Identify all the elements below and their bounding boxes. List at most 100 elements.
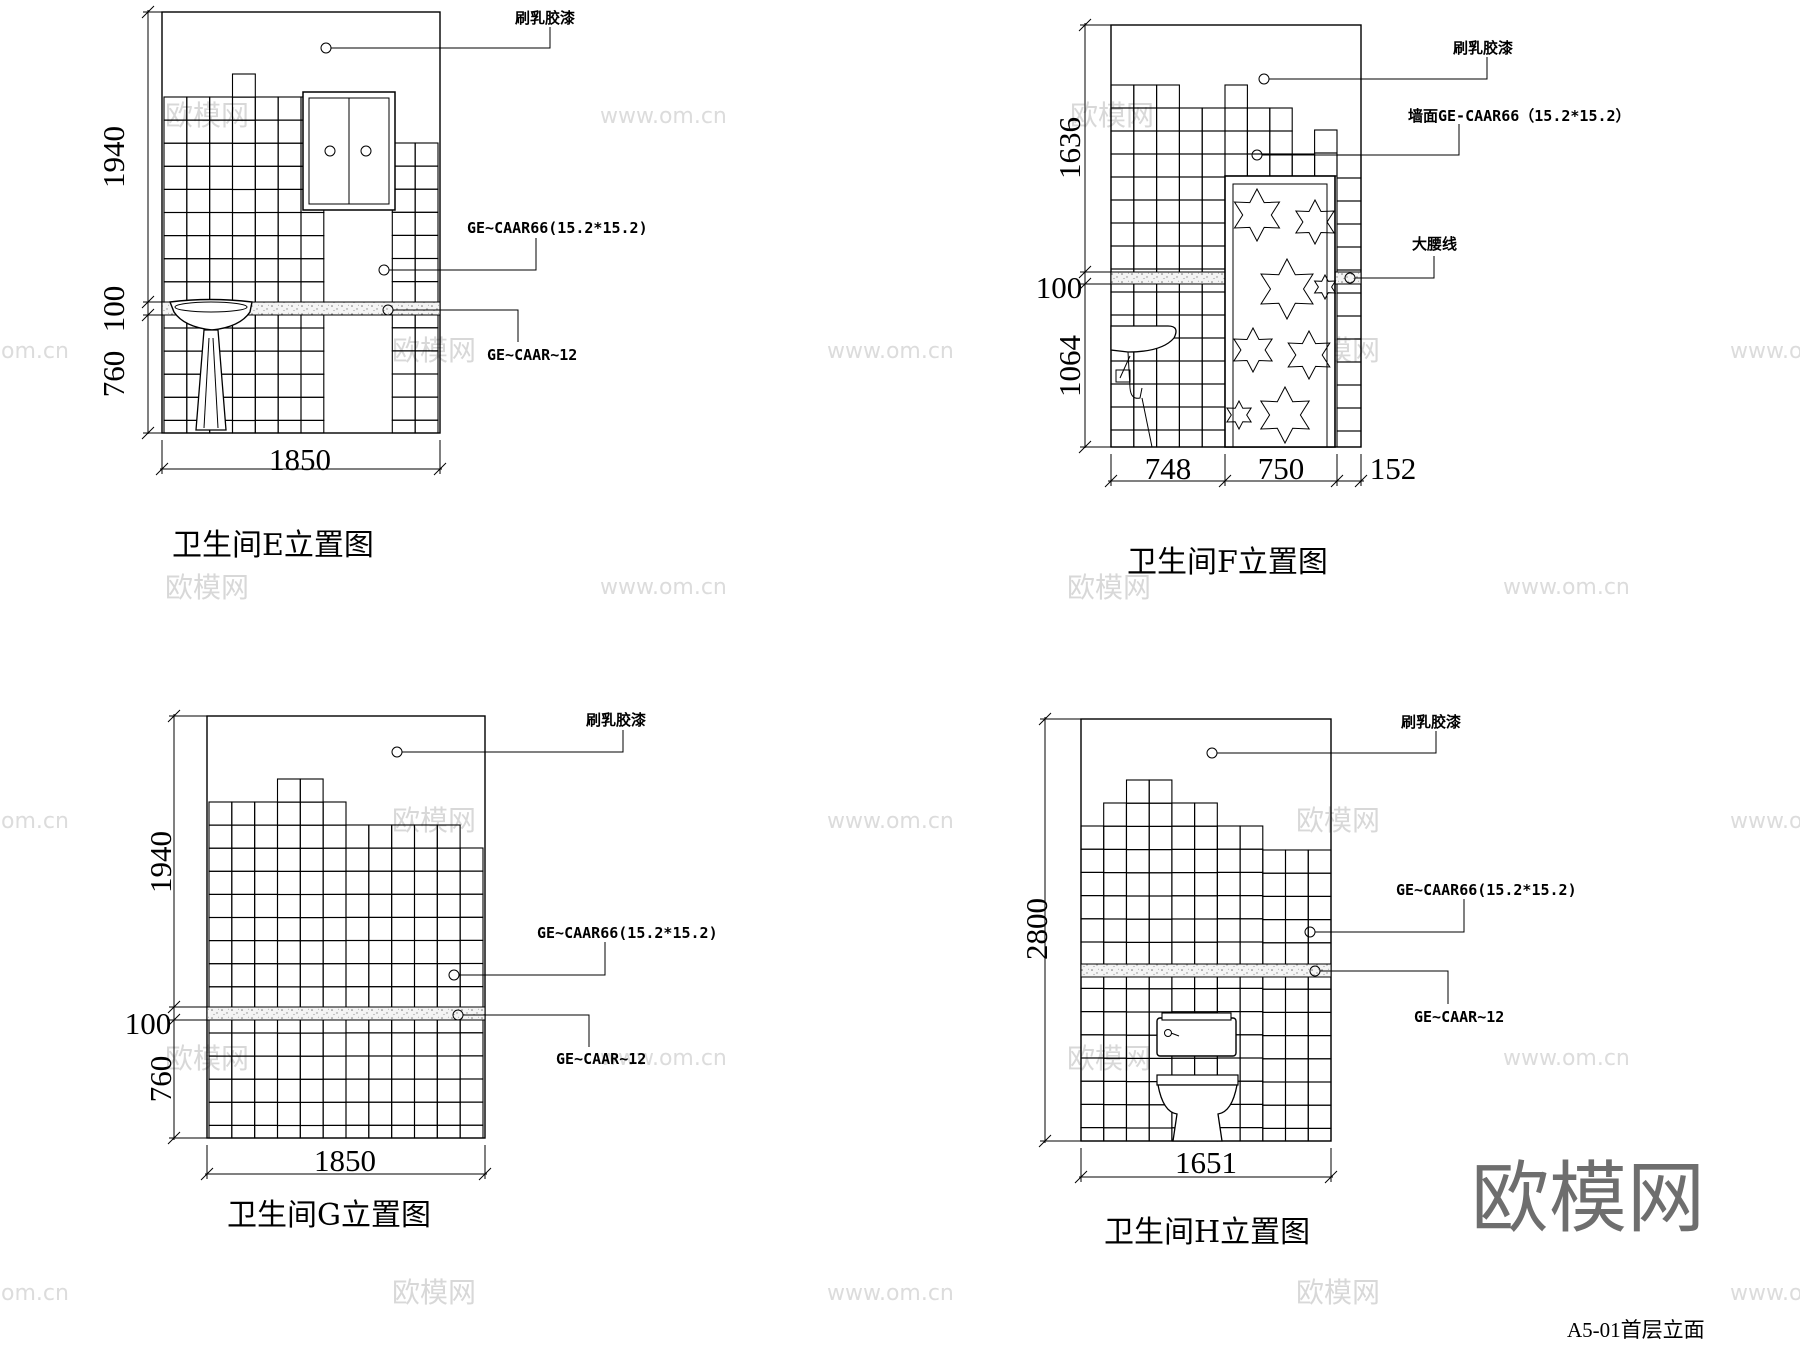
tile [1080,825,1105,850]
tile [1239,941,1264,966]
callout-band: GE~CAAR~12 [452,1009,646,1068]
star-motif [1225,399,1253,431]
tile [276,893,301,919]
tile [414,281,439,306]
tile [345,847,370,872]
tile [254,916,279,942]
tile [276,801,301,826]
tile [1336,407,1362,432]
tile [1125,1104,1150,1129]
tile [276,824,301,849]
tile [276,870,301,896]
star-motif [1232,326,1274,374]
tile [300,281,325,306]
tile [436,916,461,942]
tile [368,893,393,918]
tile [459,847,484,872]
tile [1080,848,1105,873]
tile [322,940,347,965]
tile [1110,153,1135,178]
tile [276,1101,301,1127]
tile [1201,222,1226,247]
tile [231,396,256,422]
tile [231,940,256,965]
dimension-vertical: 1636 100 1064 [1036,18,1111,454]
tile [1307,1058,1332,1083]
tile [1216,825,1241,850]
tile [345,870,370,895]
tile [1239,918,1264,943]
tile [1194,872,1218,897]
tile [1239,895,1264,920]
tile [1336,292,1362,317]
tile [391,281,416,306]
tile [1148,918,1173,943]
tile [1171,848,1196,874]
tile [300,258,325,283]
tile [391,963,416,988]
tile [459,939,484,965]
callout-band-label: GE~CAAR~12 [487,346,577,364]
tile [1307,872,1332,897]
tile [1178,245,1203,270]
tile [436,986,461,1011]
tile [368,1101,393,1126]
tile [413,847,438,872]
tile [1307,942,1332,967]
tile [1156,176,1180,201]
tile [277,281,302,306]
wall-cabinet [302,91,396,211]
tile [1156,199,1180,224]
tile [231,258,256,283]
tile [1125,895,1150,920]
tile [208,916,233,942]
tile [254,870,279,895]
callout-band: GE~CAAR~12 [382,304,577,364]
tile [414,188,439,213]
tile [391,1101,416,1126]
tile [368,1032,393,1057]
dim-upper: 1940 [143,831,178,893]
dim-width: 1850 [269,442,331,477]
tile [1291,153,1316,177]
tile [1269,130,1293,155]
dim-width: 1850 [314,1143,376,1178]
wall-basin [1110,325,1177,448]
tile [1125,1011,1150,1036]
tile [1307,1035,1332,1060]
tile [1148,941,1173,967]
tile [209,235,234,260]
watermark-text: 欧模网 [1296,1276,1380,1309]
callout-band: 大腰线 [1344,235,1457,284]
tile [322,801,347,826]
watermark-url: www.om.cn [827,809,954,834]
tile [1201,337,1226,362]
tile [1133,199,1158,224]
tile [1110,130,1135,155]
tile [391,1032,416,1057]
tile [413,1124,438,1139]
tile [299,824,324,849]
tile [299,893,324,919]
tile [413,986,438,1011]
tile [1125,941,1150,967]
tile [254,940,279,965]
door [1224,175,1337,448]
tile [391,986,416,1011]
tile [1110,199,1135,224]
tile [1284,1081,1309,1106]
watermark-url: om.cn [1,809,69,834]
tile [413,916,438,942]
tile [254,419,279,434]
tile [231,142,256,167]
tile [1103,1011,1127,1036]
tile [322,916,347,942]
tile [254,96,279,121]
tile [1171,941,1196,966]
waist-band [1080,963,1332,978]
tile [1336,246,1362,271]
watermark-url: www.om.cn [827,339,954,364]
tile [1314,152,1338,177]
tile [345,916,370,942]
tile [345,1101,370,1126]
